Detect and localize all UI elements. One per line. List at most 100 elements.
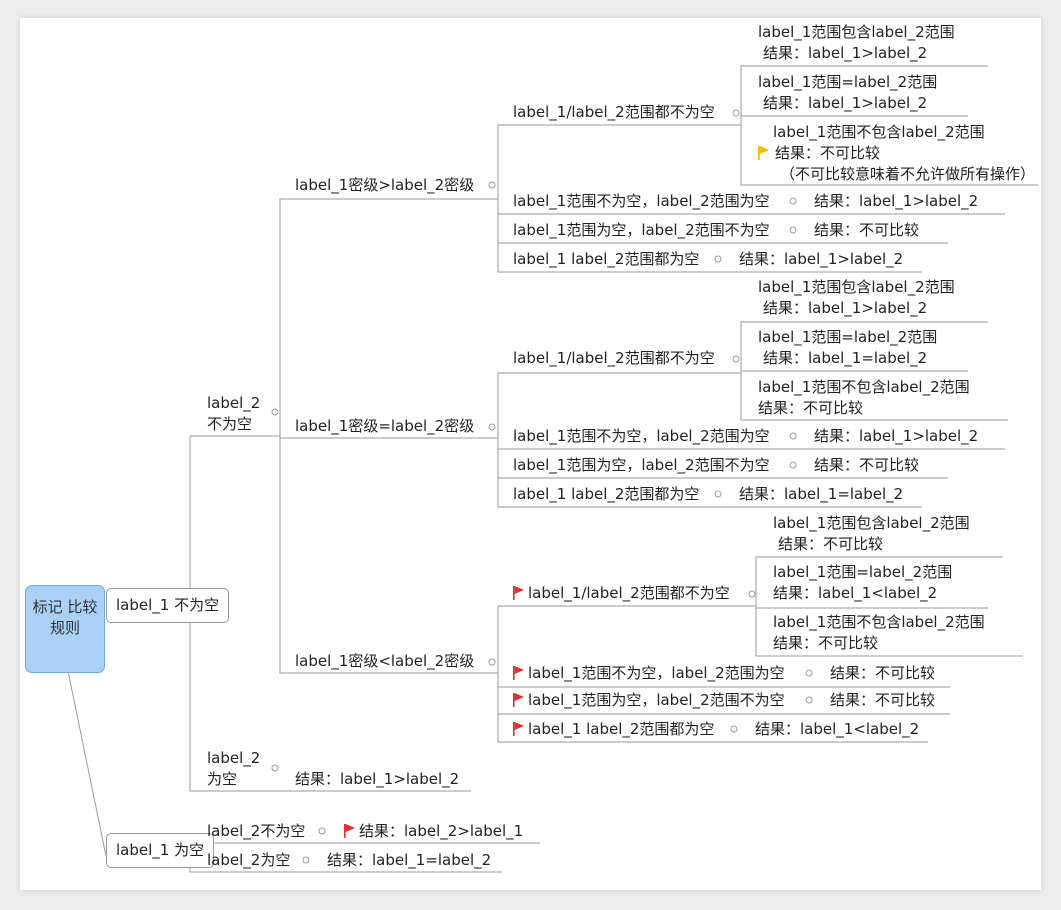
- collapse-toggle-icon[interactable]: [714, 255, 722, 263]
- node-label: label_1: [116, 596, 170, 614]
- collapse-toggle-icon[interactable]: [730, 725, 738, 733]
- node-g3-title[interactable]: label_1密级<label_2密级: [295, 651, 474, 672]
- collapse-toggle-icon[interactable]: [805, 696, 813, 704]
- row-g1-2[interactable]: label_1范围为空，label_2范围不为空: [513, 220, 770, 241]
- node-result[interactable]: 结果：label_1>label_2: [295, 769, 459, 790]
- leaf-g1-2[interactable]: label_1范围=label_2范围 结果：label_1>label_2: [758, 72, 937, 114]
- connector-g3-leaf3: [755, 606, 1023, 657]
- connector-n1a-g3: [279, 436, 498, 674]
- collapse-toggle-icon[interactable]: [732, 109, 740, 117]
- connector-root-n2: [67, 670, 107, 857]
- node-label1-empty[interactable]: label_1 为空: [106, 833, 215, 868]
- row-g1-3[interactable]: label_1 label_2范围都为空: [513, 249, 699, 270]
- node-g1-both[interactable]: label_1/label_2范围都不为空: [513, 102, 715, 123]
- flag-red-icon: [344, 824, 355, 838]
- node-label: 不为空: [207, 415, 253, 433]
- row-g2-2-result[interactable]: 结果：不可比较: [814, 455, 919, 476]
- collapse-toggle-icon[interactable]: [789, 432, 797, 440]
- connector-g3-both: [497, 605, 756, 673]
- row-g1-1[interactable]: label_1范围不为空，label_2范围为空: [513, 191, 770, 212]
- row-cond: label_1范围为空，label_2范围不为空: [528, 691, 785, 709]
- leaf-g1-1[interactable]: label_1范围包含label_2范围 结果：label_1>label_2: [758, 22, 955, 64]
- collapse-toggle-icon[interactable]: [318, 827, 326, 835]
- collapse-toggle-icon[interactable]: [789, 461, 797, 469]
- node-label: label_2: [207, 749, 261, 767]
- node-label: label_1/label_2范围都不为空: [513, 349, 715, 367]
- result-text: 结果：label_1>label_2: [814, 427, 979, 445]
- leaf-line: label_1范围=label_2范围: [773, 563, 953, 581]
- collapse-toggle-icon[interactable]: [488, 658, 496, 666]
- row-g2-3[interactable]: label_1 label_2范围都为空: [513, 484, 699, 505]
- collapse-toggle-icon[interactable]: [714, 490, 722, 498]
- row-g3-3-result[interactable]: 结果：label_1<label_2: [755, 719, 919, 740]
- node-n2b-result[interactable]: 结果：label_1=label_2: [327, 850, 491, 871]
- collapse-toggle-icon[interactable]: [488, 181, 496, 189]
- connector-g2-both: [497, 372, 741, 438]
- collapse-toggle-icon[interactable]: [271, 764, 279, 772]
- node-label2-not-empty[interactable]: label_2 不为空: [207, 393, 260, 435]
- connector-g1-both: [497, 124, 741, 199]
- node-n2b[interactable]: label_2为空: [207, 850, 290, 871]
- leaf-g3-3[interactable]: label_1范围不包含label_2范围 结果：不可比较: [773, 612, 985, 654]
- row-g2-1-result[interactable]: 结果：label_1>label_2: [814, 426, 978, 447]
- node-g3-both[interactable]: label_1/label_2范围都不为空: [513, 583, 730, 604]
- leaf-g2-1[interactable]: label_1范围包含label_2范围 结果：label_1>label_2: [758, 277, 955, 319]
- connector-g3-leaf1: [755, 556, 1003, 606]
- row-g3-1[interactable]: label_1范围不为空，label_2范围为空: [513, 663, 785, 684]
- leaf-line: 结果：label_1=label_2: [763, 349, 928, 367]
- row-cond: label_1范围为空，label_2范围不为空: [513, 456, 770, 474]
- row-cond: label_1 label_2范围都为空: [513, 485, 700, 503]
- leaf-g2-2[interactable]: label_1范围=label_2范围 结果：label_1=label_2: [758, 327, 937, 369]
- connector-g2-row3: [497, 438, 922, 508]
- row-g3-3[interactable]: label_1 label_2范围都为空: [513, 719, 714, 740]
- node-g2-title[interactable]: label_1密级=label_2密级: [295, 416, 474, 437]
- row-g1-2-result[interactable]: 结果：不可比较: [814, 220, 919, 241]
- collapse-toggle-icon[interactable]: [748, 590, 756, 598]
- leaf-g2-3[interactable]: label_1范围不包含label_2范围 结果：不可比较: [758, 377, 970, 419]
- collapse-toggle-icon[interactable]: [732, 355, 740, 363]
- root-node[interactable]: 标记 比较 规则: [25, 585, 105, 673]
- connector-n1-n1b: [189, 614, 471, 792]
- leaf-line: label_1范围不包含label_2范围: [773, 123, 985, 141]
- leaf-line: 结果：不可比较: [773, 634, 879, 652]
- row-g2-3-result[interactable]: 结果：label_1=label_2: [739, 484, 903, 505]
- leaf-g3-2[interactable]: label_1范围=label_2范围 结果：label_1<label_2: [773, 562, 952, 604]
- connector-g1-leaf1: [740, 65, 988, 125]
- node-n2a-result[interactable]: 结果：label_2>label_1: [344, 821, 523, 842]
- collapse-toggle-icon[interactable]: [271, 408, 279, 416]
- row-g1-3-result[interactable]: 结果：label_1>label_2: [739, 249, 903, 270]
- leaf-line: label_1范围=label_2范围: [758, 328, 938, 346]
- leaf-line: 结果：label_1<label_2: [773, 584, 938, 602]
- row-g2-1[interactable]: label_1范围不为空，label_2范围为空: [513, 426, 770, 447]
- connector-g2-leaf1: [740, 321, 988, 373]
- row-g3-1-result[interactable]: 结果：不可比较: [830, 663, 935, 684]
- flag-red-icon: [513, 666, 524, 680]
- leaf-line: 结果：不可比较: [778, 535, 884, 553]
- row-g2-2[interactable]: label_1范围为空，label_2范围不为空: [513, 455, 770, 476]
- node-label2-empty[interactable]: label_2 为空: [207, 748, 260, 790]
- leaf-g1-3[interactable]: label_1范围不包含label_2范围 结果：不可比较 （不可比较意味着不允…: [758, 122, 1035, 185]
- node-label: label_1/label_2范围都不为空: [528, 584, 730, 602]
- row-g1-1-result[interactable]: 结果：label_1>label_2: [814, 191, 978, 212]
- node-g2-both[interactable]: label_1/label_2范围都不为空: [513, 348, 715, 369]
- collapse-toggle-icon[interactable]: [302, 856, 310, 864]
- connector-g1-row3: [497, 199, 922, 273]
- node-g1-title[interactable]: label_1密级>label_2密级: [295, 175, 474, 196]
- connector-g2-leaf3: [740, 373, 1008, 421]
- collapse-toggle-icon[interactable]: [805, 669, 813, 677]
- leaf-line: label_1范围包含label_2范围: [758, 278, 955, 296]
- root-label-line: 规则: [49, 619, 80, 637]
- collapse-toggle-icon[interactable]: [789, 226, 797, 234]
- row-cond: label_1范围不为空，label_2范围为空: [513, 192, 770, 210]
- node-n2a[interactable]: label_2不为空: [207, 821, 305, 842]
- collapse-toggle-icon[interactable]: [789, 197, 797, 205]
- connector-g1-leaf2: [740, 115, 968, 125]
- row-g3-2-result[interactable]: 结果：不可比较: [830, 690, 935, 711]
- result-text: 结果：label_1<label_2: [755, 720, 920, 738]
- result-text: 结果：label_1>label_2: [295, 770, 460, 788]
- collapse-toggle-icon[interactable]: [488, 423, 496, 431]
- row-g3-2[interactable]: label_1范围为空，label_2范围不为空: [513, 690, 785, 711]
- result-text: 结果：label_1=label_2: [739, 485, 904, 503]
- node-label1-not-empty[interactable]: label_1 不为空: [106, 588, 230, 623]
- leaf-g3-1[interactable]: label_1范围包含label_2范围 结果：不可比较: [773, 513, 970, 555]
